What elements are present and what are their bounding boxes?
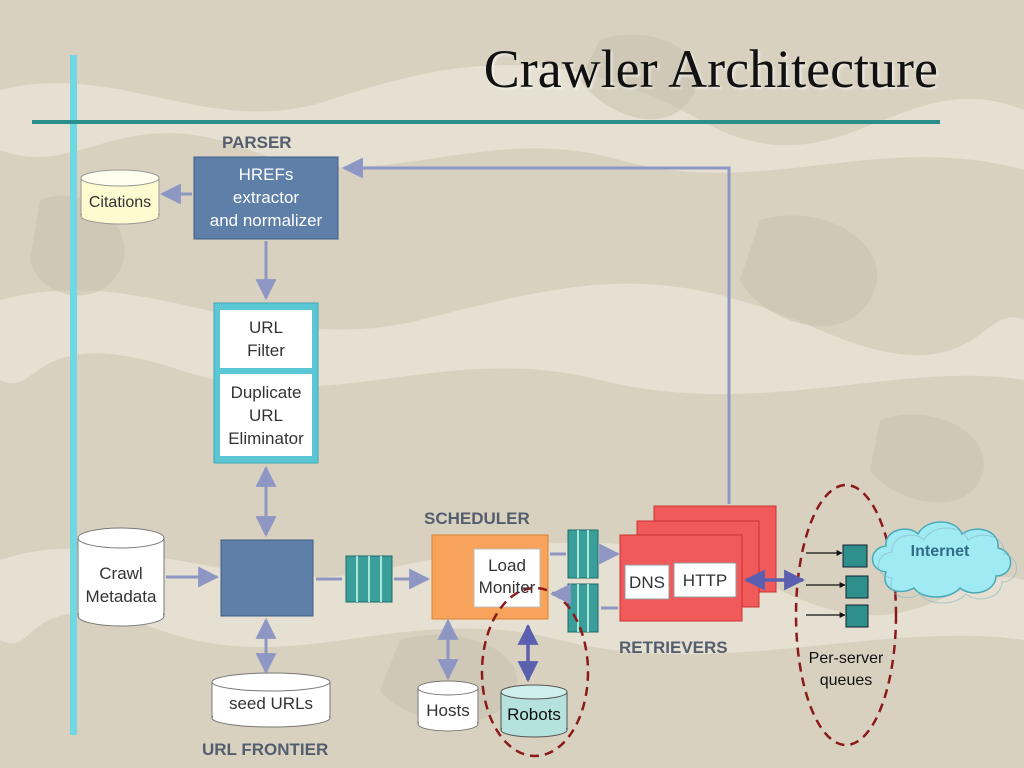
dns-box [624,564,670,600]
slide-title: Crawler Architecture [483,39,938,99]
internet-label: Internet [910,543,970,560]
arrow-retrievers-to-parser [341,157,731,504]
load-monitor-line-2: Moniter [478,578,536,597]
crawl-metadata-line-1: Crawl [99,564,143,583]
http-label: HTTP [682,571,728,590]
hrefs-line-3: and normalizer [209,211,323,230]
duplicate-line-3: Eliminator [228,429,304,448]
load-monitor-line-1: Load [488,556,526,575]
url-filter-text: URL Filter [220,316,312,362]
crawl-metadata-cylinder [77,527,165,627]
dns-label: DNS [629,573,665,592]
seed-urls-label: seed URLs [228,694,314,713]
hrefs-extractor-box [193,156,339,240]
duplicate-eliminator-box [220,374,312,456]
robots-highlight-ellipse [480,586,590,758]
url-filter-line-1: URL [248,318,283,337]
per-server-queues-text: Per-server queues [794,648,898,692]
per-server-line-2: queues [819,672,873,689]
crawl-metadata-text: Crawl Metadata [78,562,164,608]
title-underline [32,120,940,124]
scheduler-in-queue [567,583,599,633]
scheduler-out-queue [567,529,599,579]
per-server-queues-ellipse [794,483,898,747]
http-box [673,562,737,598]
left-accent-bar [70,55,77,735]
retrievers-label: RETRIEVERS [619,638,728,657]
frontier-queue [345,555,393,603]
url-filter-line-2: Filter [247,341,285,360]
robots-label: Robots [507,705,561,724]
per-server-queue-2 [806,575,869,599]
url-frontier-label: URL FRONTIER [202,740,329,759]
parser-label: PARSER [222,133,292,152]
hosts-label: Hosts [426,701,470,720]
citations-label: Citations [88,194,152,211]
duplicate-line-2: URL [248,406,283,425]
scheduler-label: SCHEDULER [424,509,530,528]
crawl-metadata-line-2: Metadata [85,587,157,606]
hosts-cylinder [417,680,479,732]
internet-cloud [871,521,1017,604]
load-monitor-box [473,548,541,608]
per-server-line-1: Per-server [808,650,884,667]
hrefs-extractor-text: HREFs extractor and normalizer [194,163,338,232]
duplicate-eliminator-text: Duplicate URL Eliminator [220,381,312,450]
duplicate-line-1: Duplicate [230,383,302,402]
url-frontier-box [220,539,314,617]
load-monitor-text: Load Moniter [474,555,540,599]
url-filter-box [220,310,312,368]
per-server-queue-3 [806,604,869,628]
citations-cylinder [80,169,160,225]
hrefs-line-1: HREFs [238,165,294,184]
robots-cylinder [500,684,568,738]
per-server-queue-1 [806,544,868,568]
hrefs-line-2: extractor [232,188,300,207]
